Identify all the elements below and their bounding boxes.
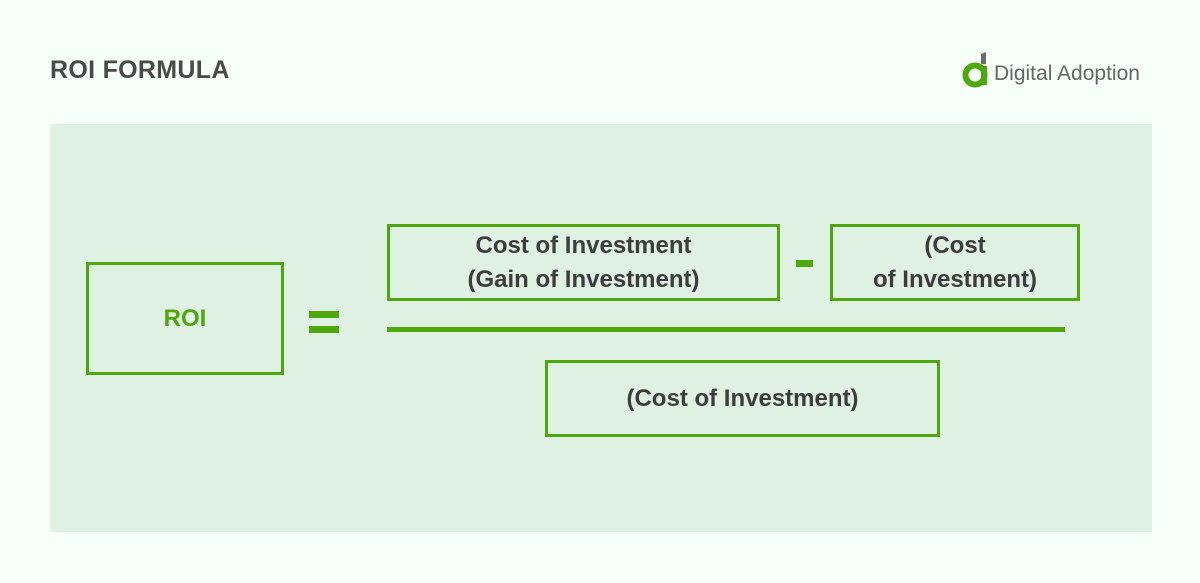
numerator-gain-box: Cost of Investment (Gain of Investment) xyxy=(387,224,780,301)
denominator-box: (Cost of Investment) xyxy=(545,360,940,437)
numerator-term1-line2: (Gain of Investment) xyxy=(467,265,700,293)
numerator-term1-line1: Cost of Investment xyxy=(475,231,692,259)
numerator-term2-line2: of Investment) xyxy=(872,265,1037,293)
roi-label: ROI xyxy=(163,304,207,332)
brand-logo: Digital Adoption xyxy=(962,50,1140,90)
digital-adoption-logo-icon xyxy=(962,52,992,88)
equals-sign xyxy=(309,311,339,341)
roi-box: ROI xyxy=(86,262,284,375)
fraction-bar xyxy=(387,327,1065,332)
minus-sign xyxy=(796,260,813,267)
logo-text: Digital Adoption xyxy=(994,62,1140,85)
numerator-cost-box: (Cost of Investment) xyxy=(830,224,1080,301)
denominator-label: (Cost of Investment) xyxy=(626,384,859,412)
page-title: ROI FORMULA xyxy=(50,56,230,84)
numerator-term2-line1: (Cost xyxy=(924,231,986,259)
